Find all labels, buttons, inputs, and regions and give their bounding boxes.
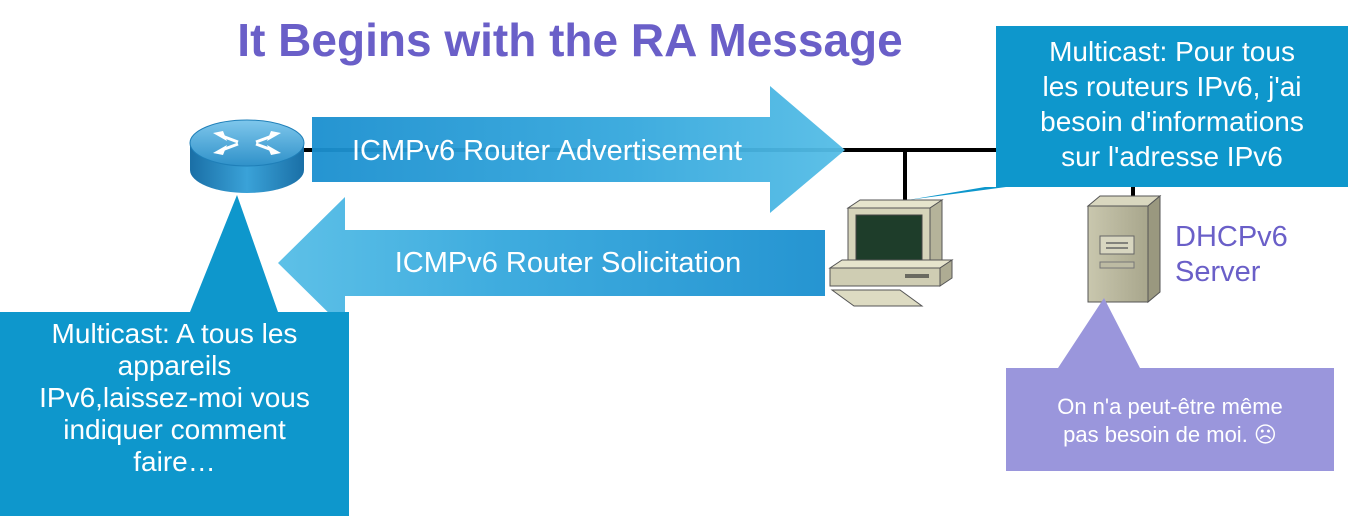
router-icon <box>189 119 305 193</box>
router-callout-text: Multicast: A tous les appareils IPv6,lai… <box>2 318 347 478</box>
router-callout-line: Multicast: A tous les <box>51 318 298 349</box>
solicitation-label: ICMPv6 Router Solicitation <box>394 247 742 279</box>
dhcp-server-icon <box>1086 194 1162 304</box>
host-callout-line: sur l'adresse IPv6 <box>1061 141 1283 172</box>
server-callout-line: pas besoin de moi. ☹ <box>1063 422 1277 447</box>
advertisement-arrow <box>312 86 845 213</box>
advertisement-label: ICMPv6 Router Advertisement <box>351 135 743 167</box>
router-callout-line: indiquer comment <box>63 414 286 445</box>
page-title: It Begins with the RA Message <box>237 14 903 66</box>
router-callout-line: faire… <box>133 446 216 477</box>
host-callout-line: les routeurs IPv6, j'ai <box>1042 71 1302 102</box>
solicitation-arrow <box>278 197 825 329</box>
host-callout-box <box>908 26 1348 200</box>
server-callout-line: On n'a peut-être même <box>1057 394 1283 419</box>
router-callout-box <box>0 195 349 516</box>
router-callout-line: IPv6,laissez-moi vous <box>39 382 310 413</box>
dhcp-server-label: DHCPv6 Server <box>1175 220 1288 290</box>
server-label-line: DHCPv6 <box>1175 221 1288 253</box>
server-callout-box <box>1006 298 1334 471</box>
host-callout-text: Multicast: Pour tous les routeurs IPv6, … <box>998 34 1346 174</box>
host-computer-icon <box>828 199 954 307</box>
server-callout-text: On n'a peut-être même pas besoin de moi.… <box>1008 393 1332 449</box>
host-callout-line: Multicast: Pour tous <box>1049 36 1295 67</box>
router-callout-line: appareils <box>117 350 232 381</box>
server-label-line: Server <box>1175 256 1261 288</box>
host-callout-line: besoin d'informations <box>1040 106 1304 137</box>
